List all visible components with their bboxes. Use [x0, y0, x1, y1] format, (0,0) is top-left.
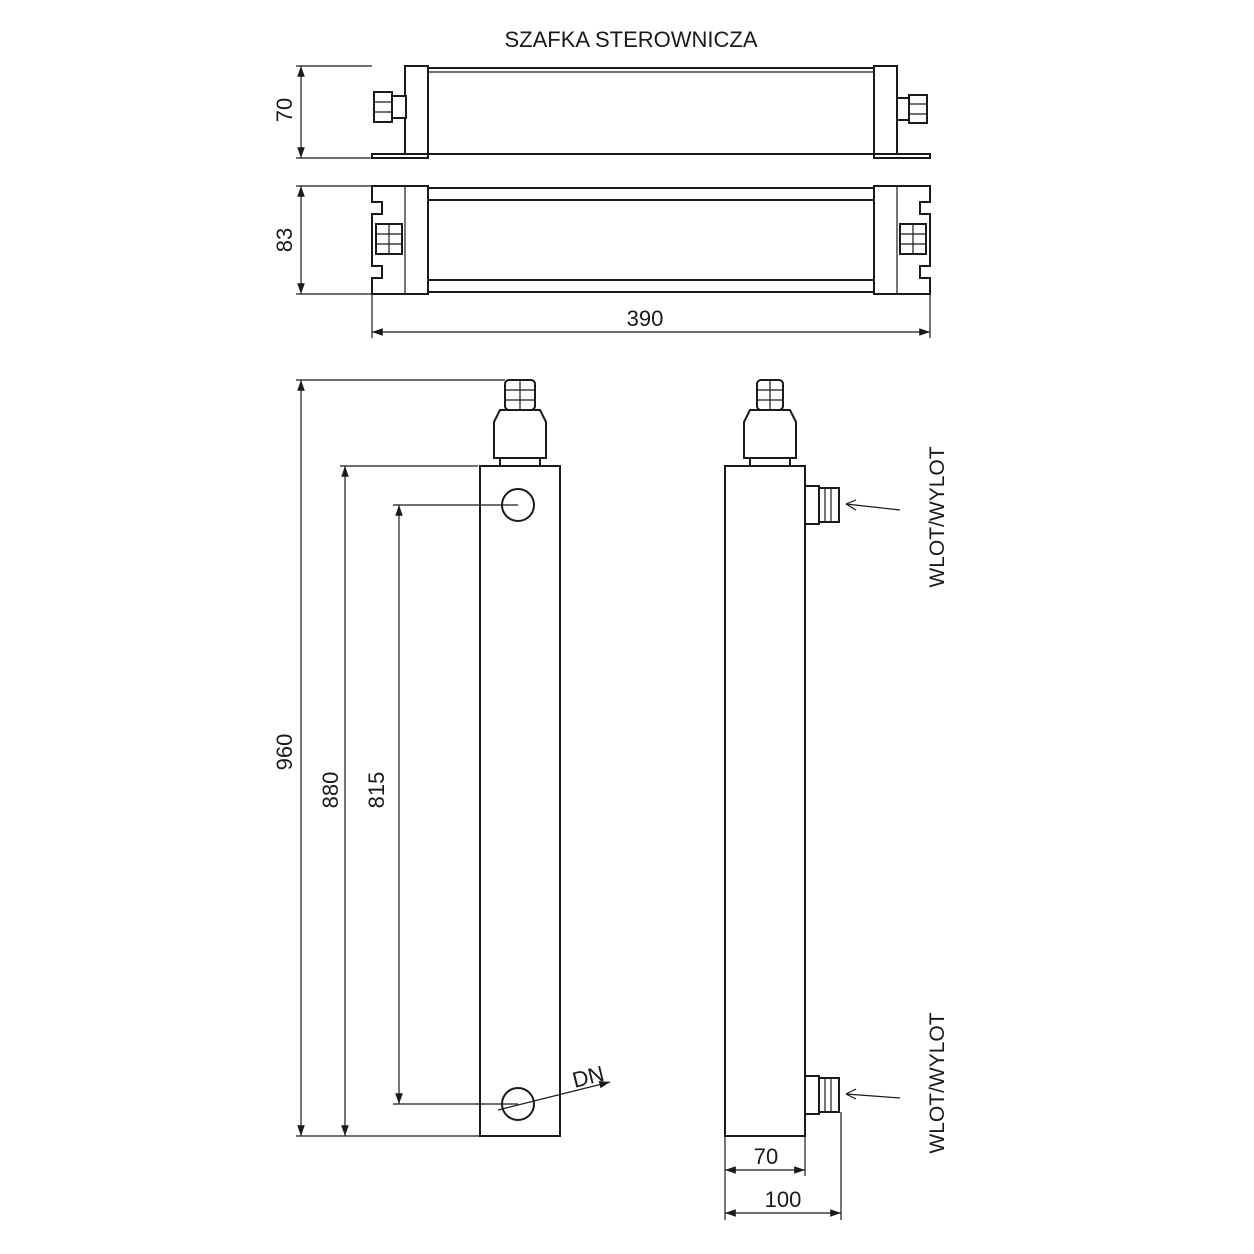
svg-text:83: 83: [272, 228, 297, 252]
dimension-total-depth: 100: [725, 1187, 841, 1217]
dimension-total-height: 960: [272, 379, 505, 1137]
flow-arrow-upper-icon: [845, 499, 901, 511]
cable-gland-icon: [899, 223, 927, 255]
cable-gland-icon: [896, 94, 928, 124]
svg-text:960: 960: [272, 734, 297, 771]
svg-text:70: 70: [272, 98, 297, 122]
svg-text:DN: DN: [570, 1061, 607, 1093]
dimension-cabinet-height-side: 70: [272, 65, 372, 159]
cabinet-side-view: [371, 65, 931, 159]
port-lower-label: WLOT/WYLOT: [926, 1012, 949, 1153]
drawing-title: SZAFKA STEROWNICZA: [504, 27, 757, 52]
flow-arrow-lower-icon: [845, 1088, 901, 1100]
dimension-cabinet-height-top: 83: [272, 185, 372, 295]
dimension-cabinet-length: 390: [371, 294, 931, 338]
dimension-port-offset: 70: [724, 1112, 842, 1220]
svg-text:100: 100: [765, 1187, 802, 1212]
dimension-pipe-length: 880: [318, 465, 478, 1136]
cable-gland-icon: [373, 91, 407, 123]
svg-text:70: 70: [754, 1144, 778, 1169]
svg-text:390: 390: [627, 306, 664, 331]
reactor-side-view: [724, 379, 840, 1137]
cabinet-top-view: [371, 185, 931, 295]
dimension-port-spacing: 815: [364, 504, 518, 1105]
svg-text:815: 815: [364, 772, 389, 809]
port-upper-label: WLOT/WYLOT: [926, 446, 949, 587]
reactor-front-view: [479, 379, 561, 1137]
cable-gland-icon: [375, 223, 403, 255]
svg-text:880: 880: [318, 772, 343, 809]
